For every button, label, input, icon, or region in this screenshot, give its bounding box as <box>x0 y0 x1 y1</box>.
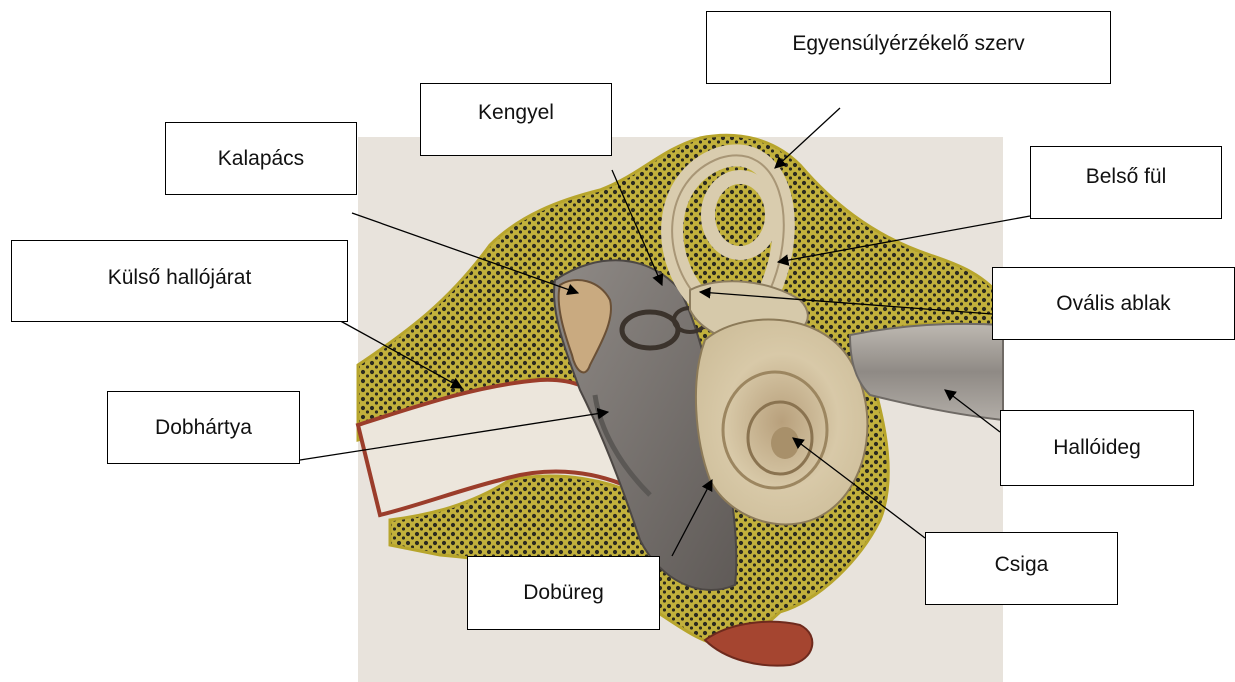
label-halloideg: Hallóideg <box>1000 410 1194 486</box>
label-csiga: Csiga <box>925 532 1118 605</box>
label-egyensuly: Egyensúlyérzékelő szerv <box>706 11 1111 84</box>
label-kengyel: Kengyel <box>420 83 612 156</box>
label-kalapacs: Kalapács <box>165 122 357 195</box>
label-ovalis-ablak: Ovális ablak <box>992 267 1235 340</box>
label-kulso-hallojarat: Külső hallójárat <box>11 240 348 322</box>
label-dobureg: Dobüreg <box>467 556 660 630</box>
cochlea-outer <box>696 320 868 525</box>
label-dobhartya: Dobhártya <box>107 391 300 464</box>
label-belso-ful: Belső fül <box>1030 146 1222 219</box>
cochlea-center <box>771 427 799 459</box>
